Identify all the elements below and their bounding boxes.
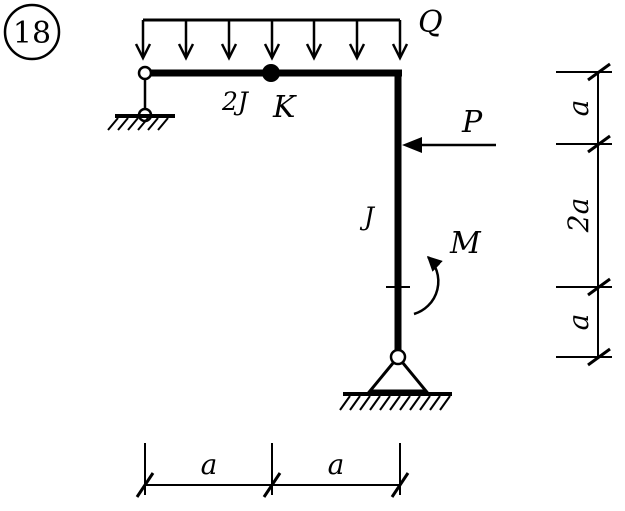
column-stiffness-label: J xyxy=(359,202,376,231)
dim-v-1: a xyxy=(562,100,595,117)
force-p-label: P xyxy=(461,105,483,140)
beam-stiffness-label: 2J xyxy=(221,87,250,116)
figure-number-badge: 18 xyxy=(3,3,61,61)
moment-m-label: M xyxy=(449,226,482,261)
left-link-support xyxy=(107,65,175,131)
bottom-pin-support xyxy=(339,348,452,411)
load-arrows xyxy=(134,20,409,61)
dim-v-2: 2a xyxy=(562,198,595,234)
hinge-k xyxy=(262,64,280,82)
horizontal-dimensions: a a xyxy=(135,443,410,498)
vertical-dimensions: a 2a a xyxy=(556,62,612,367)
dim-v-3: a xyxy=(562,314,595,331)
dim-h-1: a xyxy=(201,448,218,481)
figure-number: 18 xyxy=(13,16,51,51)
dim-h-2: a xyxy=(328,448,345,481)
force-p: P xyxy=(402,105,496,153)
hinge-k-label: K xyxy=(272,90,297,125)
distributed-load: Q xyxy=(134,5,443,61)
moment-m: M xyxy=(413,226,482,316)
load-q-label: Q xyxy=(418,5,443,40)
